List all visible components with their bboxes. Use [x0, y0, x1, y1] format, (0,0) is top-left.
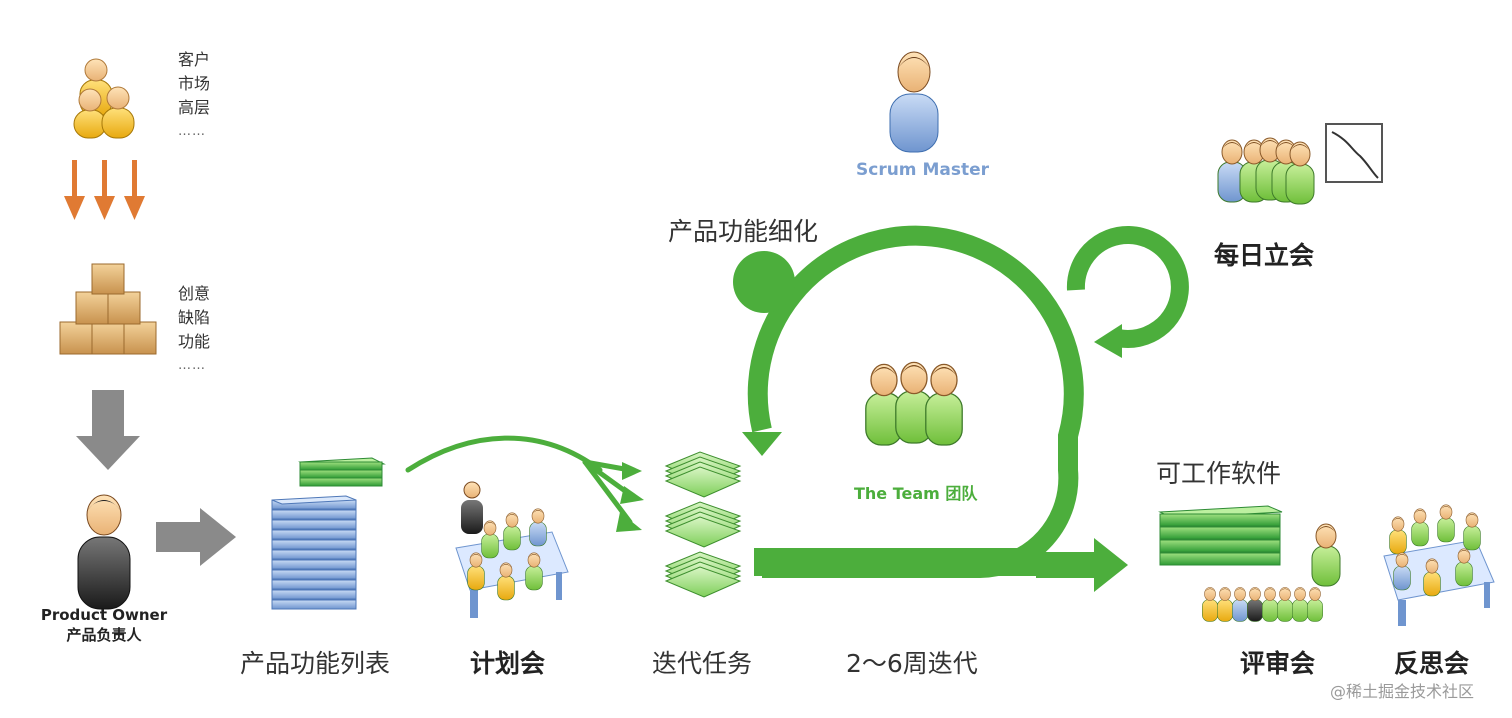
planning-flow-arrows — [405, 435, 635, 525]
orange-down-arrows — [64, 160, 145, 220]
retro-person-icon — [1393, 552, 1411, 591]
retrospective-label: 反思会 — [1394, 649, 1470, 678]
sprint-tasks-label: 迭代任务 — [652, 649, 753, 678]
sources-label: 客户 市场 高层 …… — [178, 48, 210, 144]
sprint-loop-arrow — [747, 225, 1084, 578]
audience-person-icon — [1262, 587, 1278, 622]
sprint-loop-base — [754, 548, 1044, 576]
planning-arrowheads — [616, 462, 644, 532]
review-meeting-icon — [1202, 523, 1341, 622]
standup-person-icon — [1217, 139, 1247, 203]
audience-person-icon — [1217, 587, 1233, 622]
backlog-item-slab — [271, 509, 357, 520]
scrum-master-label: Scrum Master — [856, 160, 989, 180]
backlog-item-slab — [271, 569, 357, 580]
retro-person-icon — [1437, 504, 1455, 543]
meeting-person-icon — [503, 512, 521, 551]
gray-down-arrow — [76, 390, 140, 470]
team-member-icon — [895, 361, 933, 444]
product-owner-label: Product Owner 产品负责人 — [34, 606, 174, 645]
daily-standup-people-icon — [1217, 137, 1315, 205]
sources-line: 高层 — [178, 98, 211, 117]
presenter-icon — [1311, 523, 1341, 587]
task-sheet — [664, 466, 742, 498]
planning-label: 计划会 — [470, 649, 546, 678]
ideas-ellipsis: …… — [178, 358, 206, 373]
meeting-person-icon — [467, 552, 485, 591]
customers-group-icon — [73, 58, 135, 139]
audience-person-icon — [1307, 587, 1323, 622]
backlog-item-slab — [271, 579, 357, 590]
backlog-item-slab — [271, 599, 357, 610]
retro-person-icon — [1423, 558, 1441, 597]
backlog-item-slab — [271, 549, 357, 560]
daily-standup-label: 每日立会 — [1214, 241, 1315, 270]
product-owner-icon — [77, 494, 131, 610]
sprint-loop-arrowhead — [742, 432, 782, 456]
sources-line: 客户 — [178, 50, 211, 69]
sources-ellipsis: …… — [178, 124, 206, 139]
meeting-person-icon — [525, 552, 543, 591]
ideas-boxes-icon — [59, 263, 157, 355]
team-icon — [865, 361, 963, 446]
product-owner-en: Product Owner — [40, 606, 168, 624]
working-software-label: 可工作软件 — [1156, 459, 1282, 488]
gray-right-arrow — [156, 508, 236, 566]
standup-person-icon — [1285, 141, 1315, 205]
refinement-label: 产品功能细化 — [668, 217, 819, 246]
retro-person-icon — [1389, 516, 1407, 555]
sprint-tasks-stacks-icon — [664, 451, 742, 598]
meeting-person-icon — [497, 562, 515, 601]
retro-person-icon — [1455, 548, 1473, 587]
meeting-person-icon — [529, 508, 547, 547]
retro-person-icon — [1463, 512, 1481, 551]
ideas-line: 创意 — [178, 284, 211, 303]
ideas-line: 功能 — [178, 332, 211, 351]
backlog-item-slab — [271, 539, 357, 550]
burndown-chart-icon — [1325, 123, 1383, 183]
ideas-line: 缺陷 — [178, 308, 211, 327]
sprint-loop-start-dot — [733, 251, 795, 313]
daily-loop-arrowhead — [1094, 324, 1122, 358]
backlog-label: 产品功能列表 — [240, 649, 391, 678]
sources-line: 市场 — [178, 74, 211, 93]
meeting-person-icon — [481, 520, 499, 559]
scrum-master-icon — [889, 51, 939, 153]
sprint-length-label: 2～6周迭代 — [846, 649, 978, 678]
review-label: 评审会 — [1240, 649, 1316, 678]
audience-person-icon — [1232, 587, 1248, 622]
planning-meeting-icon — [455, 481, 569, 618]
team-label: The Team 团队 — [854, 484, 978, 503]
audience-person-icon — [1277, 587, 1293, 622]
audience-person-icon — [1202, 587, 1218, 622]
product-owner-zh: 产品负责人 — [66, 626, 142, 644]
team-member-icon — [865, 363, 903, 446]
ideas-label: 创意 缺陷 功能 …… — [178, 282, 210, 378]
backlog-top-face — [271, 495, 357, 505]
working-software-stack-icon — [1158, 505, 1283, 566]
backlog-item-slab — [271, 559, 357, 570]
retro-person-icon — [1411, 508, 1429, 547]
team-member-icon — [925, 363, 963, 446]
product-backlog-stack-icon — [271, 457, 386, 610]
backlog-item-slab — [271, 589, 357, 600]
retrospective-meeting-icon — [1383, 504, 1495, 626]
daily-loop-arrow — [1066, 225, 1189, 348]
watermark: @稀土掘金技术社区 — [1330, 682, 1475, 701]
backlog-item-slab — [271, 529, 357, 540]
release-arrow — [1036, 538, 1128, 592]
task-sheet — [664, 566, 742, 598]
task-sheet — [664, 516, 742, 548]
backlog-item-slab — [271, 519, 357, 530]
audience-person-icon — [1247, 587, 1263, 622]
audience-person-icon — [1292, 587, 1308, 622]
